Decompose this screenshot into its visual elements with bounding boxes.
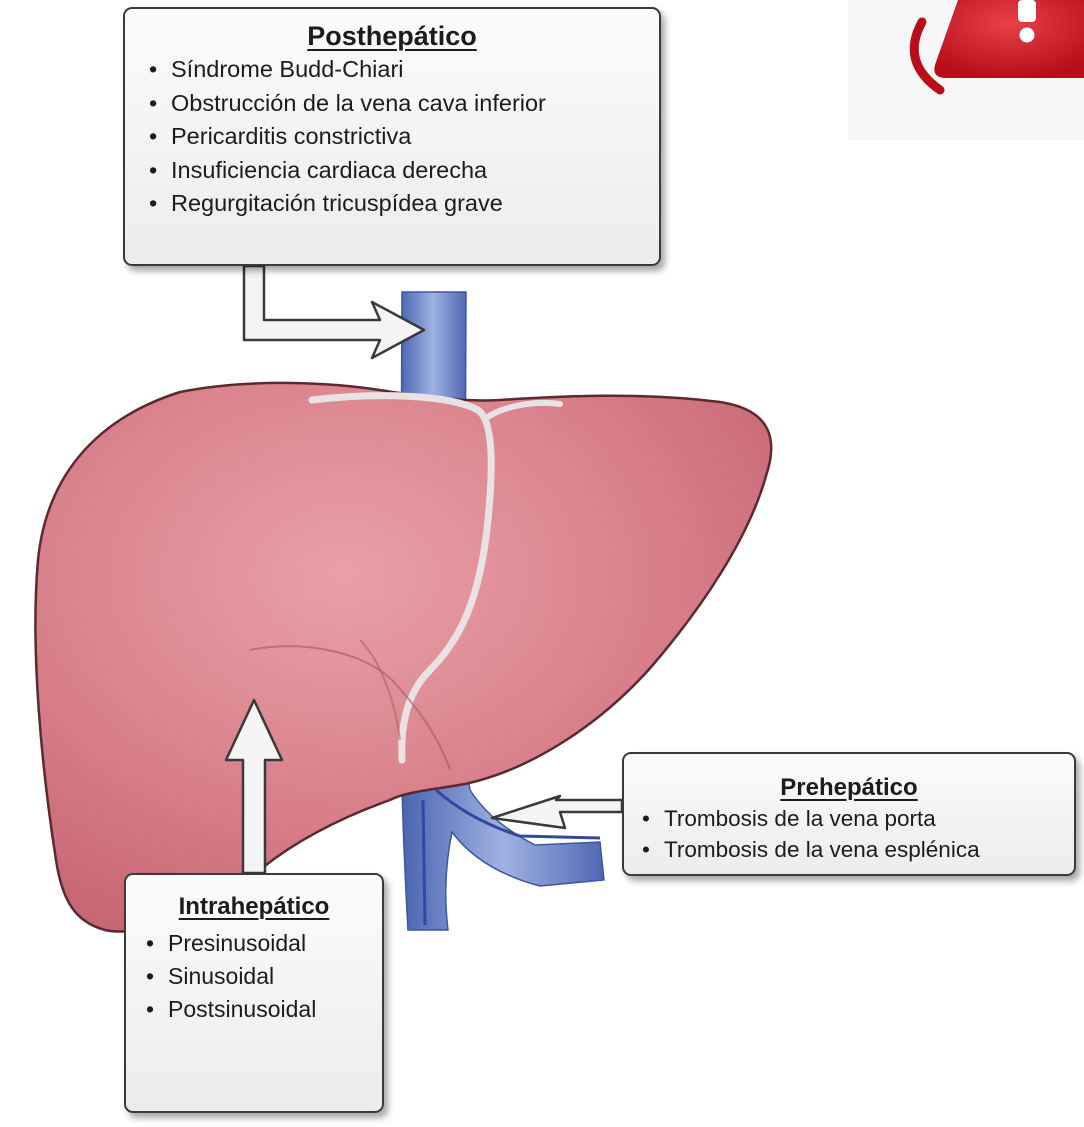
list-item: Postsinusoidal <box>168 993 382 1026</box>
list-item: Obstrucción de la vena cava inferior <box>171 87 659 121</box>
list-item: Síndrome Budd-Chiari <box>171 53 659 87</box>
posthepatico-title: Posthepático <box>125 19 659 53</box>
list-item: Presinusoidal <box>168 927 382 960</box>
list-item: Sinusoidal <box>168 960 382 993</box>
list-item: Regurgitación tricuspídea grave <box>171 187 659 221</box>
list-item: Insuficiencia cardiaca derecha <box>171 154 659 188</box>
arrow-icon <box>244 266 424 358</box>
warning-icon <box>848 0 1084 140</box>
intrahepatico-box: Intrahepático Presinusoidal Sinusoidal P… <box>124 873 384 1113</box>
list-item: Trombosis de la vena esplénica <box>664 835 1074 866</box>
intrahepatico-title: Intrahepático <box>126 887 382 927</box>
posthepatico-box: Posthepático Síndrome Budd-Chiari Obstru… <box>123 7 661 266</box>
arrow-icon <box>492 796 622 828</box>
list-item: Pericarditis constrictiva <box>171 120 659 154</box>
prehepatico-title: Prehepático <box>624 772 1074 804</box>
prehepatico-box: Prehepático Trombosis de la vena porta T… <box>622 752 1076 876</box>
list-item: Trombosis de la vena porta <box>664 804 1074 835</box>
